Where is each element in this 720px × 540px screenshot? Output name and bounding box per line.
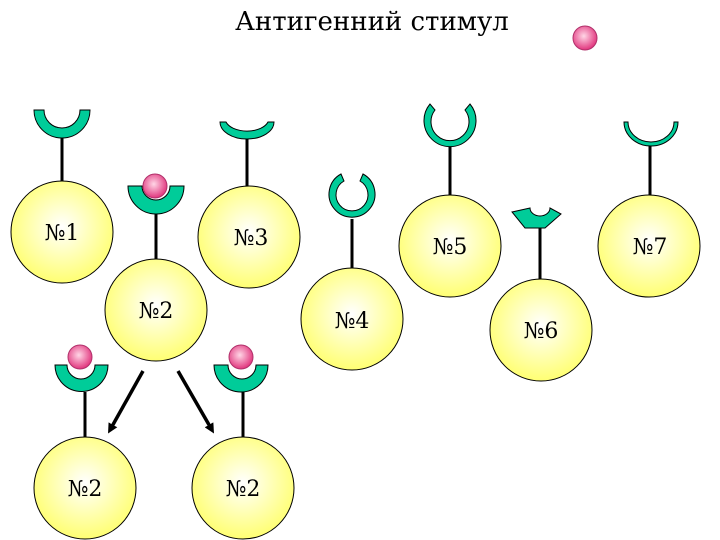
cell-label: №2 [139, 299, 174, 324]
cell-7: №7 [597, 121, 701, 298]
arrow-icon [176, 370, 214, 434]
cell-4: №4 [300, 173, 404, 371]
receptor-icon [328, 173, 376, 218]
cell-label: №1 [45, 221, 80, 246]
receptor-icon [33, 109, 91, 139]
receptor-icon [213, 364, 269, 393]
receptor-icon [511, 207, 562, 229]
cell-6: №6 [489, 207, 593, 382]
cell-body [398, 194, 502, 298]
cell-body [10, 180, 114, 284]
cell-body [197, 185, 301, 289]
cell-1: №1 [10, 109, 114, 284]
cell-label: №7 [633, 235, 668, 260]
receptor-icon [127, 185, 185, 215]
cell-5: №5 [398, 103, 502, 298]
daughter-cell-left: №2 [33, 344, 137, 540]
receptor-icon [219, 121, 275, 140]
cell-body [300, 267, 404, 371]
cell-label: №6 [524, 319, 559, 344]
cell-body [33, 436, 137, 540]
cell-label: №2 [68, 477, 103, 502]
cell-label: №5 [433, 235, 468, 260]
cell-3: №3 [197, 121, 301, 289]
cell-label: №3 [234, 226, 269, 251]
arrow-icon [108, 370, 145, 434]
antigen-icon [228, 344, 254, 370]
cell-body [104, 258, 208, 362]
daughter-cell-right: №2 [191, 344, 295, 540]
antigen-icon [67, 344, 93, 370]
receptor-icon [423, 103, 477, 148]
receptor-icon [54, 364, 109, 392]
cell-body [191, 436, 295, 540]
diagram-title: Антигенний стимул [235, 7, 509, 37]
cell-body [489, 278, 593, 382]
antigen-icon [142, 173, 168, 199]
antigen-icon [572, 25, 598, 51]
cell-label: №4 [335, 309, 370, 334]
receptor-icon [623, 121, 679, 147]
cell-body [597, 194, 701, 298]
cell-label: №2 [226, 477, 261, 502]
cell-2: №2 [104, 173, 208, 362]
